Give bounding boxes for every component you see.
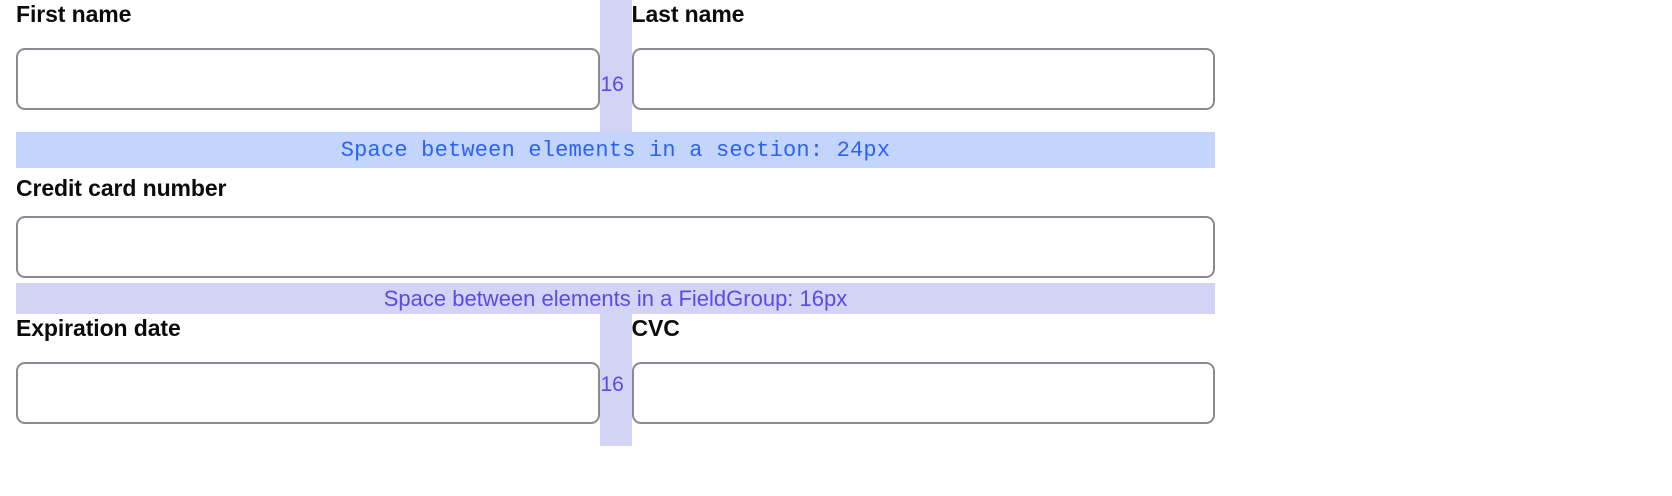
field-expiration-date: Expiration date xyxy=(16,314,600,446)
spacer xyxy=(632,348,1216,362)
spacer xyxy=(632,34,1216,48)
banner-fieldgroup-spacing: Space between elements in a FieldGroup: … xyxy=(16,283,1215,314)
gutter-name-row: 16 xyxy=(599,0,632,132)
input-first-name[interactable] xyxy=(16,48,600,110)
spacer xyxy=(16,34,600,48)
gutter-value-top: 16 xyxy=(600,73,624,96)
gutter-value-bottom: 16 xyxy=(600,373,624,396)
row-name: First name 16 Last name xyxy=(16,0,1215,132)
gutter-expiry-row: 16 xyxy=(599,314,632,446)
input-last-name[interactable] xyxy=(631,48,1215,110)
banner-section-spacing-text: Space between elements in a section: 24p… xyxy=(340,137,891,163)
label-last-name: Last name xyxy=(631,1,745,27)
input-cvc[interactable] xyxy=(631,362,1215,424)
label-expiration-date: Expiration date xyxy=(16,315,181,341)
spacer xyxy=(16,202,1215,216)
label-first-name: First name xyxy=(16,1,132,27)
input-expiration-date[interactable] xyxy=(16,362,600,424)
row-expiry-cvc: Expiration date 16 CVC xyxy=(16,314,1215,446)
field-last-name: Last name xyxy=(631,0,1216,132)
field-first-name: First name xyxy=(16,0,600,132)
form-content: First name 16 Last name Space between el… xyxy=(16,0,1215,446)
banner-fieldgroup-spacing-text: Space between elements in a FieldGroup: … xyxy=(383,285,848,311)
banner-section-spacing: Space between elements in a section: 24p… xyxy=(16,132,1215,168)
label-cvc: CVC xyxy=(631,315,680,341)
spacer xyxy=(16,348,600,362)
label-credit-card-number: Credit card number xyxy=(16,175,227,201)
field-credit-card-number: Credit card number xyxy=(16,168,1215,278)
input-credit-card-number[interactable] xyxy=(16,216,1215,278)
field-cvc: CVC xyxy=(631,314,1216,446)
